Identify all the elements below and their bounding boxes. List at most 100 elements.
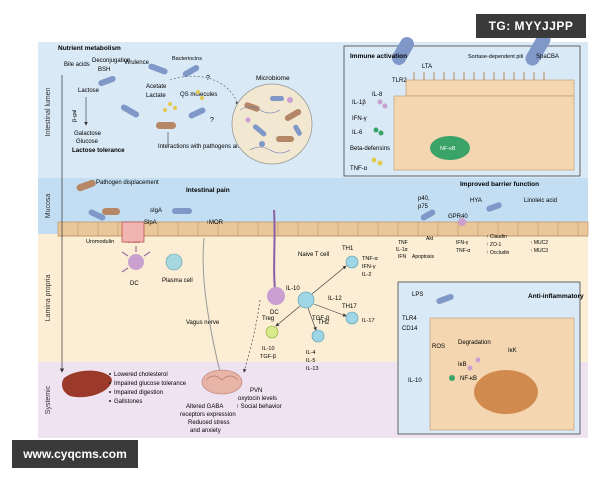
hya-label: HYA (470, 198, 482, 204)
immune-activation-title: Immune activation (350, 53, 407, 60)
gpr40-label: GPR40 (448, 214, 468, 220)
neuron-to-brain-arrow (243, 299, 261, 373)
microbiome-label: Microbiome (256, 75, 290, 82)
t-cell-arrows (275, 265, 347, 331)
interactions-label: Interactions with pathogens and commensa… (158, 144, 278, 150)
bacteriocins-label: Bacteriocins (172, 56, 202, 62)
anti-inflammatory-panel (397, 281, 581, 435)
bacteriocin-arrow (169, 75, 239, 106)
anti-il10-label: IL-10 (408, 378, 422, 384)
gaba-line-1: Altered GABA (186, 404, 223, 410)
muc2-label: ↑ MUC2 (530, 240, 548, 246)
barrier-title: Improved barrier function (460, 181, 539, 188)
apoptosis-label: Apoptosis (412, 254, 434, 260)
brain-icon (201, 369, 243, 395)
th1-tnfa: TNF-α (362, 256, 379, 262)
lps-label: LPS (412, 292, 423, 298)
systemic-bullet-3: Impaired digestion (114, 390, 163, 396)
gaba-line-2: receptors expression (180, 412, 236, 418)
lactose-label: Lactose (78, 88, 100, 94)
acetate-label: Acetate (146, 84, 167, 90)
systemic-bullet-4: Gallstones (114, 399, 142, 405)
systemic-label: Systemic (45, 385, 52, 414)
barrier-bacterium-1 (420, 209, 436, 221)
pathogen-displacement-label: Pathogen displacement (96, 180, 159, 186)
treg-il10: IL-10 (262, 346, 275, 352)
watermark-bottom: www.cyqcms.com (12, 440, 138, 468)
th2-il4: IL-4 (306, 350, 315, 356)
p75-label: p75 (418, 204, 429, 210)
beta-defensins-label: Beta-defensins (350, 146, 390, 152)
zo1-label: ↑ ZO-1 (486, 242, 501, 248)
bullet-dots (109, 373, 111, 402)
barrier-bacterium-2 (486, 202, 502, 212)
deconjugation-label: Deconjugation (92, 58, 130, 64)
tnf-label: TNF (398, 240, 408, 246)
plasma-cell-label: Plasma cell (162, 278, 193, 284)
lactose-tolerance-label: Lactose tolerance (72, 147, 125, 154)
pvn-line-2: oxytocin levels (238, 396, 277, 402)
ifn-label: IFN (398, 254, 406, 260)
siga-label: sIgA (150, 208, 162, 214)
claudin-label: ↑ Claudin (486, 234, 507, 240)
muc3-label: ↑ MUC3 (530, 248, 548, 254)
mucosa-label: Mucosa (45, 194, 52, 219)
th2-cell (311, 329, 325, 343)
liver-icon (62, 370, 112, 398)
glucose-label: Glucose (76, 139, 99, 145)
dc-cell (121, 246, 151, 273)
p40-label: p40, (418, 196, 430, 202)
lumen-bacteria (76, 63, 206, 221)
spacba-label: SpaCBA (536, 54, 559, 60)
th2-label: TH2 (318, 320, 330, 326)
mor-label: ↑MOR (206, 220, 224, 226)
tgfb-lamina-label: TGF-β (312, 316, 330, 322)
th1-ifng: IFN-γ (362, 264, 376, 270)
ikk-label: IκK (508, 348, 517, 354)
tlr4-label: TLR4 (402, 316, 417, 322)
immune-il8-label: IL-8 (372, 92, 383, 98)
treg-label: Treg (262, 316, 274, 322)
immune-ifng-label: IFN-γ (352, 116, 367, 122)
immune-il6-label: IL-6 (352, 130, 363, 136)
th17-label: TH17 (342, 304, 357, 310)
qs-label: QS molecules (180, 92, 217, 98)
ros-label: ROS (432, 344, 445, 350)
treg-tgfb: TGF-β (260, 354, 276, 360)
lta-label: LTA (422, 64, 432, 70)
dc2-label: DC (270, 310, 279, 316)
intestinal-pain-label: Intestinal pain (186, 187, 230, 194)
anti-nfkb-label: NF-κB (460, 376, 477, 382)
m-cell-shape (121, 221, 145, 243)
barrier-ifng-label: IFN-γ (456, 240, 469, 246)
cd14-label: CD14 (402, 326, 418, 332)
lamina-propria-label: Lamina propria (45, 275, 52, 322)
bile-acids-label: Bile acids (64, 62, 90, 68)
question-mark-1: ? (206, 75, 210, 82)
qs-molecules (163, 90, 204, 112)
th1-il2: IL-2 (362, 272, 371, 278)
barrier-tnfa-label: TNF-α (456, 248, 470, 254)
linoleic-label-1: Linoleic acid (524, 198, 557, 204)
beta-gal-label: β-gal (72, 110, 78, 122)
lumen-label: Intestinal lumen (45, 87, 52, 136)
systemic-bullet-2: Impaired glucose tolerance (114, 381, 187, 387)
virulence-label: Virulence (124, 60, 150, 66)
vagus-nerve-label: Vagus nerve (186, 320, 220, 326)
immune-nfkb-label: NF-κB (440, 146, 456, 152)
th1-cell (345, 255, 359, 269)
systemic-bullet-1: Lowered cholesterol (114, 372, 168, 378)
sortase-label: Sortase-dependent pili (468, 54, 523, 60)
uromodulin-label: Uromodulin (86, 239, 114, 245)
vagus-nerve-path (202, 237, 221, 373)
th17-cell (345, 311, 359, 325)
il17-label: IL-17 (362, 318, 375, 324)
tlr2-label: TLR2 (392, 78, 407, 84)
pvn-line-3: ↑ Social behavior (236, 404, 282, 410)
immune-activation-panel: NF-κB (343, 32, 581, 177)
pvn-line-1: PVN (250, 388, 262, 394)
akt-label: Akt (426, 236, 434, 242)
galactose-label: Galactose (74, 131, 102, 137)
